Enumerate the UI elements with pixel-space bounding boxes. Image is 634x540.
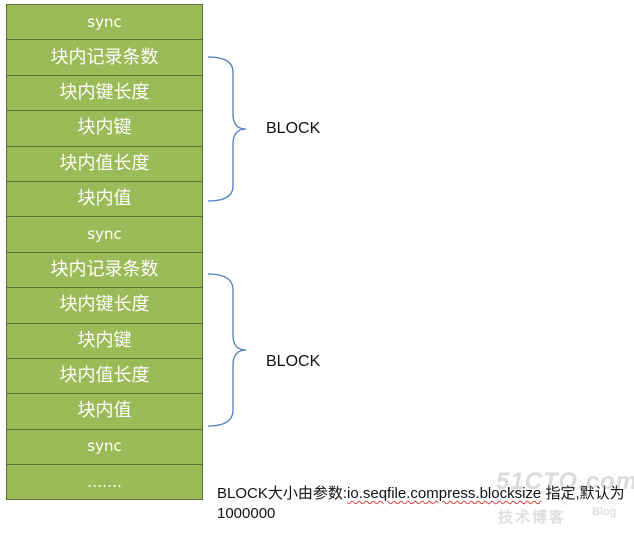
- block-label-2: BLOCK: [266, 353, 321, 370]
- watermark-site: 51CTO.com: [496, 468, 634, 495]
- brace-block-2: [206, 273, 246, 427]
- watermark-caption: 技术博客: [498, 508, 567, 526]
- cell-sync: sync: [6, 428, 203, 466]
- cell-ellipsis: …….: [6, 464, 203, 501]
- note-prefix: BLOCK大小由参数:: [217, 485, 348, 502]
- cell-value: 块内值: [6, 393, 203, 430]
- brace-block-1: [206, 56, 246, 202]
- block-size-note: BLOCK大小由参数:io.seqfile.compress.blocksize…: [217, 484, 633, 524]
- block-label-1: BLOCK: [266, 120, 321, 137]
- record-stack: sync 块内记录条数 块内键长度 块内键 块内值长度 块内值 sync 块内记…: [6, 4, 203, 501]
- right-brace-icon: [207, 273, 246, 427]
- cell-value-length: 块内值长度: [6, 357, 203, 395]
- right-brace-icon: [207, 56, 246, 202]
- cell-value-length: 块内值长度: [6, 145, 203, 182]
- watermark: 51CTO.com 技术博客 Blog: [492, 468, 634, 532]
- cell-sync: sync: [6, 216, 203, 253]
- watermark-blog: Blog: [592, 506, 617, 518]
- cell-record-count: 块内记录条数: [6, 251, 203, 289]
- note-suffix: 指定,默认为1000000: [217, 485, 625, 522]
- cell-key-length: 块内键长度: [6, 74, 203, 112]
- note-param: io.seqfile.compress.blocksize: [347, 485, 542, 502]
- cell-key: 块内键: [6, 110, 203, 147]
- cell-key: 块内键: [6, 322, 203, 359]
- cell-sync: sync: [6, 4, 203, 41]
- cell-value: 块内值: [6, 180, 203, 218]
- cell-key-length: 块内键长度: [6, 287, 203, 324]
- cell-record-count: 块内记录条数: [6, 39, 203, 76]
